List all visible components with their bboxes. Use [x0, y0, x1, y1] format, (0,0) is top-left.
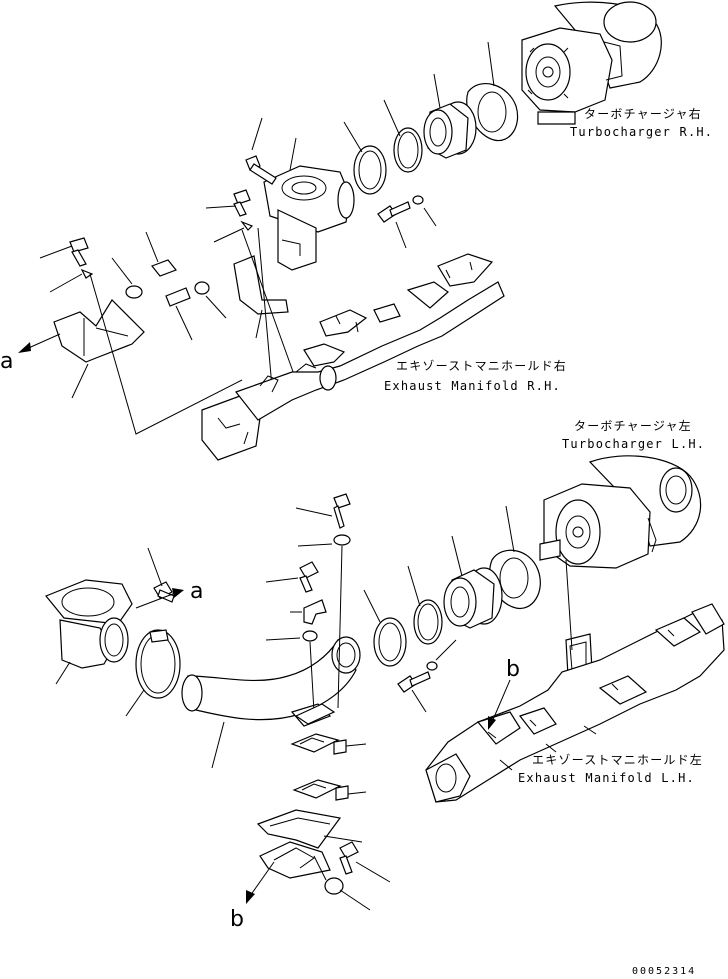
seal-ring-lh-2 — [363, 589, 407, 667]
bolt-rh-mid — [205, 189, 251, 217]
label-manifold-lh-jp: エキゾーストマニホールド左 — [532, 752, 703, 767]
seal-ring-rh-2 — [343, 121, 387, 195]
ref-label-a-lower: a — [190, 579, 203, 604]
bracket-rh-left — [53, 299, 145, 399]
arrow-a-upper — [18, 333, 61, 353]
seal-ring-rh-1 — [383, 99, 423, 173]
exhaust-manifold-rh — [201, 253, 505, 461]
turbocharger-rh — [521, 1, 662, 125]
adapter-lh — [443, 535, 503, 629]
shim-plates-lh — [290, 733, 367, 801]
adapter-rh — [423, 73, 477, 159]
washer-rh-mid — [213, 220, 254, 243]
arrow-b-manifold — [488, 679, 511, 730]
ref-label-b-manifold: b — [506, 657, 520, 682]
label-turbocharger-rh-en: Turbocharger R.H. — [570, 125, 713, 139]
bracket-rh-mid — [233, 255, 289, 339]
label-turbocharger-rh-jp: ターボチャージャ右 — [584, 106, 702, 121]
bolt-rh-adapter — [377, 195, 437, 249]
arrow-a-lower — [135, 588, 184, 609]
exhaust-manifold-lh — [425, 559, 725, 803]
seal-ring-lh-1 — [407, 565, 443, 645]
ref-label-b-bottom: b — [230, 907, 244, 932]
drawing-code: 00052314 — [632, 966, 696, 977]
turbocharger-lh — [539, 455, 702, 569]
label-manifold-rh-jp: エキゾーストマニホールド右 — [396, 358, 567, 373]
elbow-housing-lh — [45, 579, 133, 685]
bolt-rh-far-left — [39, 237, 94, 293]
bolt-lh-bottom — [313, 841, 391, 911]
clamp-lh — [125, 629, 181, 717]
arrow-b-bottom — [246, 861, 275, 904]
label-manifold-lh-en: Exhaust Manifold L.H. — [518, 771, 695, 785]
ref-label-a-upper: a — [0, 349, 13, 374]
elbow-pipe-lh — [181, 636, 361, 769]
bolt-rh-top — [245, 117, 277, 185]
elbow-housing-rh — [263, 137, 355, 271]
label-turbocharger-lh-jp: ターボチャージャ左 — [574, 418, 692, 433]
label-manifold-rh-en: Exhaust Manifold R.H. — [384, 379, 561, 393]
label-turbocharger-lh-en: Turbocharger L.H. — [562, 437, 705, 451]
bolt-rh-left — [111, 231, 227, 341]
stack-lh-center — [265, 493, 351, 725]
bolt-lh-adapter — [397, 639, 457, 713]
bottom-bracket-lh — [256, 809, 363, 879]
bolt-lh-elbow — [147, 547, 175, 603]
